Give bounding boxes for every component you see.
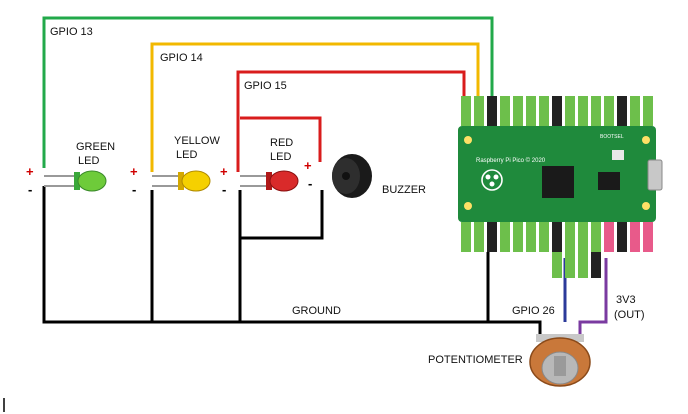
bottom-header [461, 222, 653, 278]
wire-gpio15 [236, 70, 466, 172]
wire-gpio13 [42, 16, 494, 168]
label-gpio26: GPIO 26 [512, 305, 555, 317]
label-red-led-2: LED [270, 151, 291, 163]
label-ground: GROUND [292, 305, 341, 317]
mount-hole [464, 136, 472, 144]
raspberry-logo-icon [481, 169, 503, 191]
mount-hole [642, 202, 650, 210]
bootsel-label: BOOTSEL [600, 134, 624, 140]
flash-chip [598, 172, 620, 190]
label-3v3-line1: 3V3 [616, 294, 636, 306]
wire-3v3 [578, 258, 608, 336]
red-led-plus: + [220, 164, 228, 179]
label-potentiometer: POTENTIOMETER [428, 354, 523, 366]
wires [42, 16, 608, 336]
green-led-plus: + [26, 164, 34, 179]
yellow-led [152, 170, 211, 192]
label-buzzer: BUZZER [382, 184, 426, 196]
yellow-led-minus: - [132, 182, 136, 197]
red-led-minus: - [222, 182, 226, 197]
mount-hole [642, 136, 650, 144]
potentiometer [529, 334, 591, 387]
label-green-led-1: GREEN [76, 141, 115, 153]
top-header [461, 96, 653, 126]
label-3v3-line2: (OUT) [614, 309, 645, 321]
bootsel-button [612, 150, 624, 160]
buzzer [332, 154, 372, 198]
label-red-led-1: RED [270, 137, 293, 149]
board-name: Raspberry Pi Pico © 2020 [476, 157, 546, 164]
usb-port [647, 159, 663, 191]
label-yellow-led-1: YELLOW [174, 135, 220, 147]
buzzer-plus: + [304, 158, 312, 173]
pico-board: Raspberry Pi Pico © 2020 BOOTSEL [458, 96, 663, 278]
buzzer-minus: - [308, 176, 312, 191]
label-yellow-led-2: LED [176, 149, 197, 161]
rp2040-chip [542, 166, 574, 198]
green-led-minus: - [28, 182, 32, 197]
wire-buzzer-ground [240, 190, 324, 240]
green-led [44, 170, 107, 192]
label-green-led-2: LED [78, 155, 99, 167]
yellow-led-plus: + [130, 164, 138, 179]
label-gpio15: GPIO 15 [244, 80, 287, 92]
mount-hole [464, 202, 472, 210]
label-gpio14: GPIO 14 [160, 52, 203, 64]
wire-buzzer-plus [240, 116, 322, 162]
wire-gpio14 [150, 42, 480, 172]
wire-ground [42, 186, 490, 324]
label-gpio13: GPIO 13 [50, 26, 93, 38]
wire-ground-pot [488, 320, 542, 336]
red-led [240, 170, 299, 192]
